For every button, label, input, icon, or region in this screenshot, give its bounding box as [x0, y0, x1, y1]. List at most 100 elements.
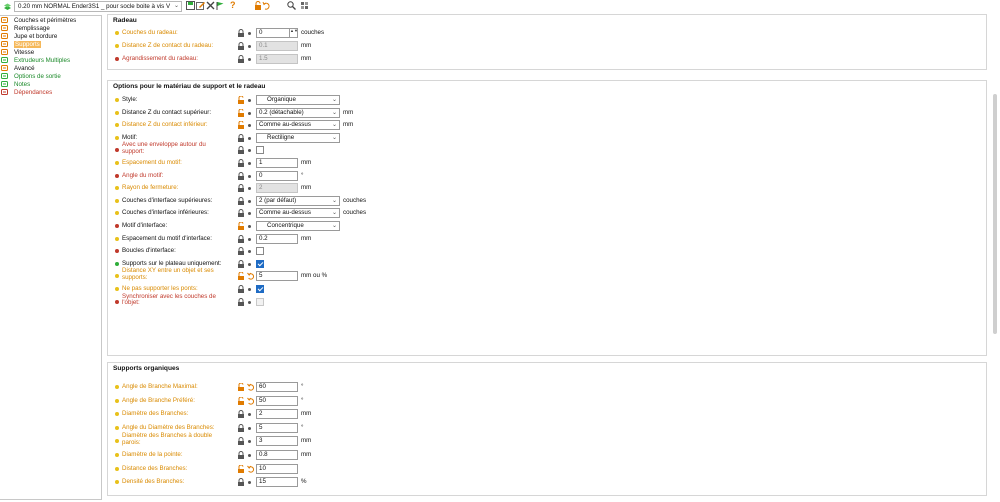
setting-input[interactable]: 1 [256, 158, 298, 168]
flag-icon[interactable] [216, 1, 225, 10]
setting-row: Distance Z du contact supérieur:0.2 (dét… [108, 107, 988, 118]
lock-undo-icon[interactable] [254, 1, 270, 10]
lock-icon[interactable] [237, 133, 245, 142]
setting-combo[interactable]: Comme au-dessus⌄ [256, 120, 340, 131]
lock-icon[interactable] [237, 451, 245, 459]
setting-input[interactable]: 60 [256, 382, 298, 392]
lock-icon[interactable] [237, 42, 245, 50]
lock-icon[interactable] [237, 247, 245, 256]
sidebar-item[interactable]: Jupe et bordure [0, 32, 101, 40]
help-icon[interactable]: ? [230, 0, 236, 10]
vertical-scrollbar[interactable] [993, 14, 997, 500]
lock-icon[interactable] [237, 146, 245, 155]
setting-combo[interactable]: Comme au-dessus⌄ [256, 208, 340, 219]
lock-icon[interactable] [237, 55, 245, 63]
lock-icon[interactable] [237, 159, 245, 167]
setting-combo[interactable]: Organique⌄ [256, 95, 340, 105]
lock-icon[interactable] [237, 478, 245, 487]
setting-input[interactable]: 3 [256, 436, 298, 447]
lock-open-icon[interactable] [237, 382, 245, 391]
setting-label: Couches d'interface supérieures: [122, 196, 213, 204]
sidebar-item[interactable]: Options de sortie [0, 72, 101, 80]
lock-icon[interactable] [237, 184, 245, 193]
save-icon[interactable] [186, 1, 195, 10]
setting-label: Distance des Branches: [122, 464, 188, 472]
setting-input[interactable]: 0▲▼ [256, 28, 298, 38]
spin-arrows-icon[interactable]: ▲▼ [289, 29, 297, 37]
setting-label: Distance Z de contact du radeau: [122, 42, 214, 49]
sidebar-item[interactable]: Dépendances [0, 88, 101, 96]
setting-input[interactable]: 0 [256, 170, 298, 181]
setting-input[interactable]: 5 [256, 422, 298, 433]
setting-input[interactable]: 5 [256, 271, 298, 282]
undo-icon[interactable] [247, 383, 255, 391]
setting-checkbox[interactable] [256, 259, 264, 268]
setting-checkbox[interactable] [256, 247, 264, 256]
sidebar-item[interactable]: Supports [0, 40, 101, 48]
lock-open-icon[interactable] [237, 120, 245, 130]
group-title-organic-supports: Supports organiques [113, 365, 180, 372]
undo-icon[interactable] [247, 465, 255, 473]
lock-icon[interactable] [237, 29, 245, 37]
setting-row: Style:Organique⌄ [108, 95, 988, 105]
sidebar-item[interactable]: Remplissage [0, 24, 101, 32]
lock-open-icon[interactable] [237, 108, 245, 117]
lock-open-icon[interactable] [237, 464, 245, 473]
unit-label: couches [343, 196, 367, 204]
infill-icon [1, 25, 8, 31]
lock-icon[interactable] [237, 410, 245, 419]
setting-combo[interactable]: Rectiligne⌄ [256, 132, 340, 143]
setting-input[interactable]: 2 [256, 409, 298, 420]
setting-row: Synchroniser avec les couches de l'objet… [108, 293, 988, 307]
setting-input[interactable]: 0.8 [256, 450, 298, 460]
mode-dot-icon [115, 274, 119, 279]
setting-combo[interactable]: 2 (par défaut)⌄ [256, 195, 340, 206]
print-preset-select[interactable]: 0.20 mm NORMAL Ender3S1 _ pour socle boi… [14, 1, 182, 12]
sidebar-item[interactable]: Vitesse [0, 48, 101, 56]
setting-input[interactable]: 50 [256, 395, 298, 406]
lock-icon[interactable] [237, 285, 245, 293]
setting-row: Distance des Branches: 10 [108, 463, 988, 474]
undo-icon[interactable] [247, 397, 255, 405]
setting-combo[interactable]: Concentrique⌄ [256, 221, 340, 231]
lock-icon[interactable] [237, 297, 245, 306]
lock-icon[interactable] [237, 234, 245, 243]
lock-icon[interactable] [237, 196, 245, 205]
lock-open-icon[interactable] [237, 396, 245, 405]
lock-icon[interactable] [237, 259, 245, 268]
undo-icon[interactable] [247, 272, 255, 281]
scrollbar-thumb[interactable] [993, 94, 997, 334]
lock-icon[interactable] [237, 437, 245, 446]
sidebar-item[interactable]: Extrudeurs Multiples [0, 56, 101, 64]
unit-label: mm [343, 121, 354, 129]
sidebar-item[interactable]: Couches et périmètres [0, 16, 101, 24]
mode-dot-icon [115, 186, 119, 191]
system-value-dot-icon [248, 212, 251, 216]
lock-open-icon[interactable] [237, 271, 245, 281]
group-title-raft: Radeau [113, 17, 137, 24]
setting-input[interactable]: 10 [256, 463, 298, 474]
setting-checkbox[interactable] [256, 285, 264, 293]
lock-icon[interactable] [237, 423, 245, 432]
system-value-dot-icon [248, 149, 251, 153]
setting-combo[interactable]: 0.2 (détachable)⌄ [256, 107, 340, 118]
system-value-dot-icon [248, 162, 251, 165]
delete-icon[interactable] [206, 1, 215, 10]
sidebar-item[interactable]: Notes [0, 80, 101, 88]
setting-input[interactable]: 0.2 [256, 233, 298, 244]
edit-icon[interactable] [196, 1, 205, 10]
setting-checkbox[interactable] [256, 146, 264, 155]
lock-icon[interactable] [237, 171, 245, 180]
lock-open-icon[interactable] [237, 95, 245, 104]
skirt-icon [1, 33, 8, 39]
setting-label: Distance XY entre un objet et ses suppor… [122, 267, 214, 281]
setting-label: Angle du Diamètre des Branches: [122, 423, 215, 431]
settings-icon[interactable] [300, 1, 309, 10]
unit-label: mm [301, 159, 312, 166]
search-icon[interactable] [287, 1, 296, 10]
setting-input[interactable]: 15 [256, 477, 298, 488]
sidebar-item[interactable]: Avancé [0, 64, 101, 72]
lock-open-icon[interactable] [237, 221, 245, 230]
lock-icon[interactable] [237, 209, 245, 218]
